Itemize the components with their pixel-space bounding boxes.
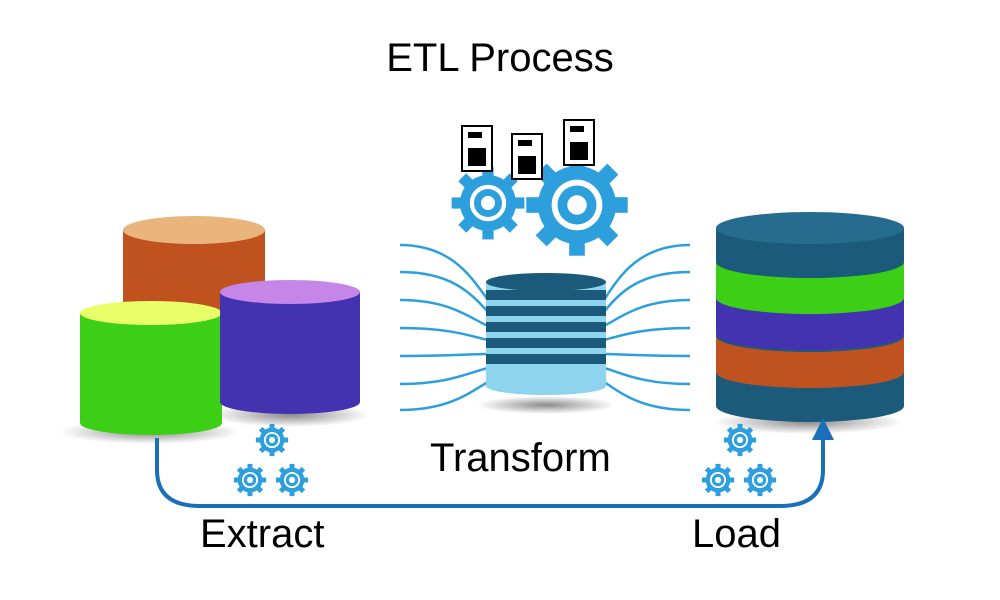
extract-label: Extract [200, 512, 325, 556]
green-database [80, 301, 222, 435]
flow-arrow [155, 418, 834, 508]
source-databases [60, 216, 370, 444]
transform-label: Transform [430, 436, 611, 480]
transform-database [476, 273, 616, 414]
load-gears-icon [701, 423, 777, 497]
diagram-title: ETL Process [386, 36, 614, 80]
purple-database [220, 280, 360, 414]
target-database [713, 212, 904, 434]
transform-flow-lines [399, 243, 691, 412]
extract-gears-icon [233, 423, 309, 497]
load-label: Load [692, 512, 781, 556]
script-files-icon [461, 119, 595, 180]
